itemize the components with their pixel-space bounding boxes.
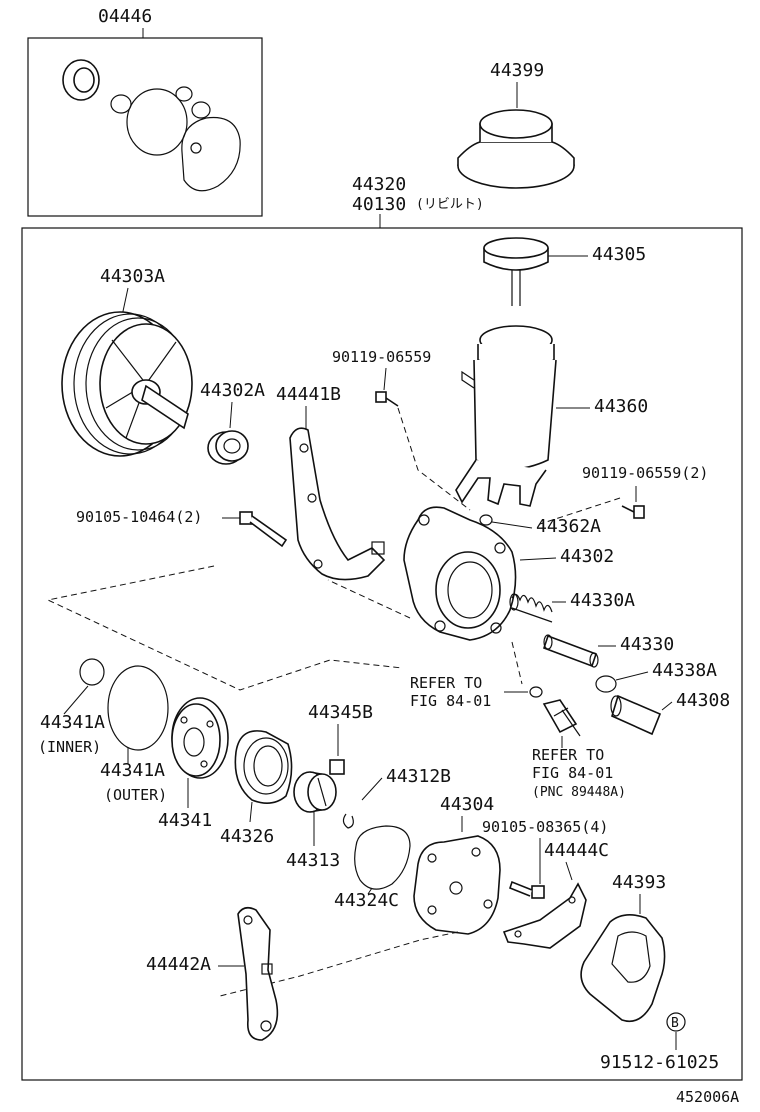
reservoir-cap-icon	[483, 237, 549, 306]
cap-cover-icon	[457, 109, 575, 189]
label-reservoir: 44360	[594, 396, 648, 417]
bolt-left-icon	[239, 511, 288, 548]
bracket-top-icon	[289, 427, 386, 581]
kit-box	[27, 37, 263, 217]
label-refer2-a: REFER TO	[532, 746, 604, 764]
label-b-mark: B	[671, 1016, 679, 1031]
kit-oring-small-icon	[110, 94, 132, 114]
label-ring-inner: 44341A	[40, 712, 105, 733]
label-vane: 44345B	[308, 702, 373, 723]
kit-gasket-icon	[181, 116, 241, 192]
reservoir-icon	[455, 325, 557, 507]
gasket-icon	[354, 825, 411, 890]
spring-icon	[509, 593, 553, 623]
snap-ring-icon	[342, 813, 354, 829]
label-bolt-right: 90119-06559(2)	[582, 464, 708, 482]
vane-icon	[329, 759, 345, 775]
label-ring-outer: 44341A	[100, 760, 165, 781]
label-side-plate: 44341	[158, 810, 212, 831]
label-refer1-b: FIG 84-01	[410, 692, 491, 710]
label-cover: 44393	[612, 872, 666, 893]
label-spring: 44330A	[570, 590, 635, 611]
rear-housing-icon	[413, 835, 501, 935]
label-bolt-low: 91512-61025	[600, 1052, 719, 1073]
oring-b-icon	[595, 675, 617, 693]
label-union: 44308	[676, 690, 730, 711]
label-assy-2: 40130	[352, 194, 406, 215]
label-ring-inner-note: (INNER)	[38, 738, 101, 756]
label-oring-b: 44338A	[652, 660, 717, 681]
label-cap-cover: 44399	[490, 60, 544, 81]
kit-oring-mid-icon	[191, 101, 211, 119]
label-bolt-rear: 90105-08365(4)	[482, 818, 608, 836]
label-bearing: 44302A	[200, 380, 265, 401]
label-bolt-left: 90105-10464(2)	[76, 508, 202, 526]
label-housing: 44302	[560, 546, 614, 567]
cam-ring-icon	[234, 730, 293, 804]
bolt-right-icon	[621, 505, 645, 519]
kit-oring-large-icon	[126, 88, 188, 156]
pulley-icon	[61, 311, 193, 457]
label-gasket: 44324C	[334, 890, 399, 911]
cover-icon	[580, 914, 666, 1023]
label-assy-1: 44320	[352, 174, 406, 195]
kit-oring-tiny-icon	[175, 86, 193, 102]
bolt-top-icon	[375, 391, 399, 407]
label-bracket-low: 44442A	[146, 954, 211, 975]
label-ring-outer-note: (OUTER)	[104, 786, 167, 804]
kit-seal-icon	[62, 59, 100, 101]
ring-outer-icon	[107, 665, 169, 751]
oring-a-icon	[479, 514, 493, 526]
bolt-rear-icon	[509, 880, 545, 899]
label-cap: 44305	[592, 244, 646, 265]
union-icon	[610, 694, 662, 736]
ring-inner-icon	[79, 658, 105, 686]
label-bracket-top: 44441B	[276, 384, 341, 405]
bracket-rear-icon	[502, 882, 587, 949]
valve-icon	[542, 634, 599, 668]
assembly-frame	[21, 227, 743, 1081]
label-bracket-rear: 44444C	[544, 840, 609, 861]
label-snap-ring: 44312B	[386, 766, 451, 787]
label-valve: 44330	[620, 634, 674, 655]
label-refer2-c: (PNC 89448A)	[532, 785, 626, 800]
side-plate-icon	[171, 697, 229, 779]
sensor-icon	[542, 699, 581, 737]
bracket-low-icon	[237, 906, 279, 1041]
refer1-oring-icon	[529, 686, 543, 698]
b-mark-icon	[666, 1012, 686, 1032]
label-kit: 04446	[98, 6, 152, 27]
label-oring-a: 44362A	[536, 516, 601, 537]
label-bolt-top: 90119-06559	[332, 348, 431, 366]
label-rotor: 44313	[286, 850, 340, 871]
label-refer2-b: FIG 84-01	[532, 764, 613, 782]
label-refer1-a: REFER TO	[410, 674, 482, 692]
rotor-icon	[293, 771, 337, 813]
bearing-icon	[207, 430, 249, 465]
figure-id: 452006A	[676, 1088, 739, 1106]
label-rear-housing: 44304	[440, 794, 494, 815]
housing-icon	[403, 506, 517, 641]
label-assy-2-note: (リビルト)	[416, 197, 484, 212]
label-cam-ring: 44326	[220, 826, 274, 847]
label-pulley: 44303A	[100, 266, 165, 287]
